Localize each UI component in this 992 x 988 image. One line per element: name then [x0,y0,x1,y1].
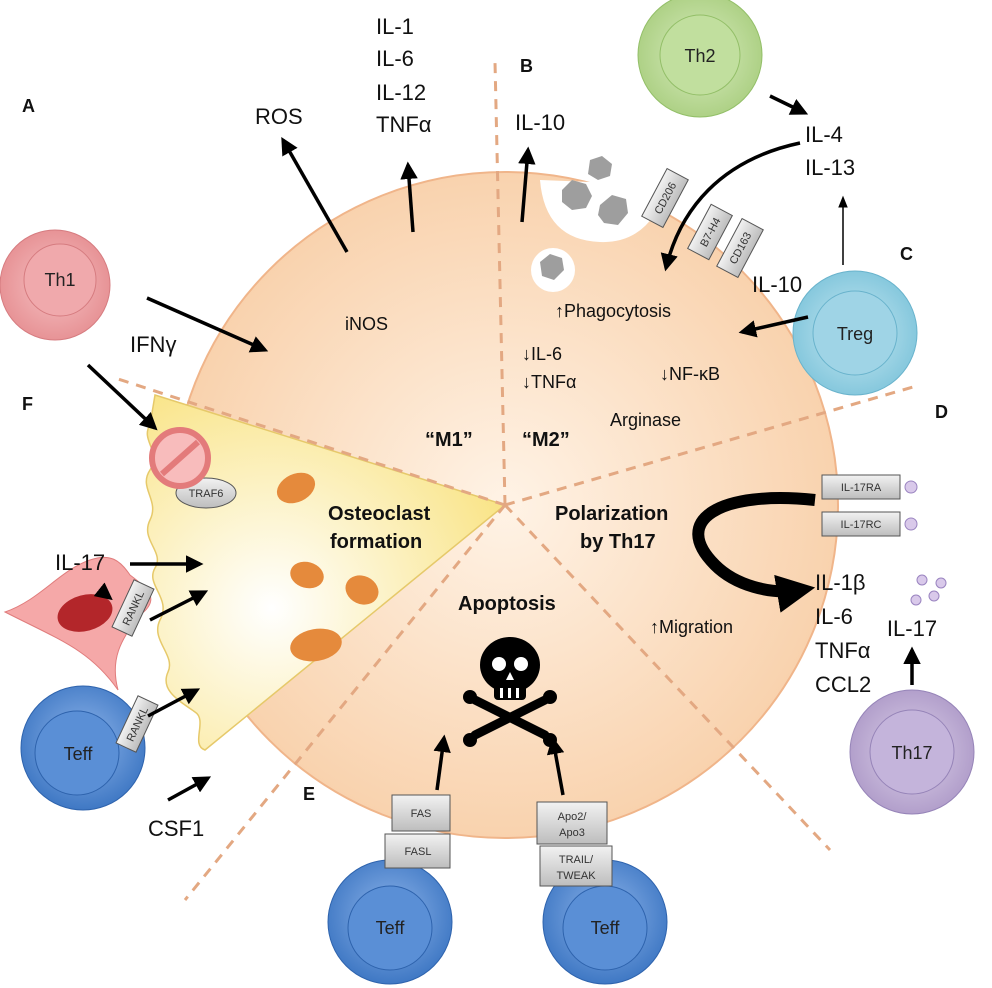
receptor-b7h4: B7-H4 [686,203,734,261]
il17-particles [910,574,947,606]
panel-f: F [22,394,33,414]
osteoclast-wedge [145,394,507,751]
svg-text:TRAF6: TRAF6 [189,488,224,500]
svg-text:IL-6: IL-6 [815,604,853,629]
teff-cell-left: Teff [20,685,146,811]
stromal-cell [3,556,152,691]
receptor-il17ra: IL-17RA [821,474,918,500]
svg-text:Apo2/: Apo2/ [558,811,588,823]
migration-label: ↑Migration [650,617,733,637]
th17-cell: Th17 [849,689,975,815]
th17-polarization-arrow [692,492,816,613]
th17-output-cytokines: IL-1β IL-6 TNFα CCL2 [815,570,871,697]
teff-cell-bottom-right: Teff [542,859,668,985]
il4-label: IL-4 [805,122,843,147]
il10-label-b: IL-10 [515,110,565,135]
svg-text:IL-6: IL-6 [376,46,414,71]
m1-label: “M1” [425,429,473,451]
m2-label: “M2” [522,429,570,451]
th2-label: Th2 [684,46,715,66]
receptor-trail-tweak: TRAIL/ TWEAK [539,845,613,887]
svg-text:FAS: FAS [411,808,432,820]
inhibition-icon [149,427,211,489]
apoptosis-label: Apoptosis [458,593,556,615]
panel-e: E [303,784,315,804]
phagocytosis-label: ↑Phagocytosis [555,301,671,321]
il10-label-c: IL-10 [752,272,802,297]
panel-d: D [935,402,948,422]
svg-text:IL-1β: IL-1β [815,570,866,595]
svg-text:TNFα: TNFα [815,638,871,663]
il17-label-d: IL-17 [887,616,937,641]
receptor-il17rc: IL-17RC [821,511,918,537]
inos-label: iNOS [345,314,388,334]
polarization-label-2: by Th17 [580,531,656,553]
m1-cytokines: IL-1 IL-6 IL-12 TNFα [376,14,432,137]
svg-text:TWEAK: TWEAK [556,870,596,882]
svg-text:TRAIL/: TRAIL/ [559,854,594,866]
panel-b: B [520,56,533,76]
skull-crossbones-icon [463,637,557,747]
ros-label: ROS [255,104,303,129]
teff-label-bottom-left: Teff [376,918,406,938]
svg-text:CCL2: CCL2 [815,672,871,697]
osteoclast-nuclei [276,472,379,662]
il17-label-f: IL-17 [55,550,105,575]
polarization-label-1: Polarization [555,503,668,525]
panel-letters: A B C D E F [22,56,948,804]
th17-label: Th17 [891,743,932,763]
sector-dividers [114,61,921,901]
panel-c: C [900,244,913,264]
svg-text:Apo3: Apo3 [559,827,585,839]
svg-text:TNFα: TNFα [376,112,432,137]
il13-label: IL-13 [805,155,855,180]
teff-cell-bottom-left: Teff [327,859,453,985]
down-nfkb-label: ↓NF-κB [660,364,720,384]
arrows [86,94,921,802]
panel-a: A [22,96,35,116]
teff-label-bottom-right: Teff [591,918,621,938]
svg-text:FASL: FASL [405,846,432,858]
receptor-fas: FAS [391,794,451,832]
receptor-apo2-apo3: Apo2/ Apo3 [536,801,608,845]
svg-text:IL-1: IL-1 [376,14,414,39]
arginase-label: Arginase [610,410,681,430]
down-tnfa-label: ↓TNFα [522,372,576,392]
ifng-label: IFNγ [130,332,176,357]
osteoclast-label-1: Osteoclast [328,503,431,525]
treg-label: Treg [837,324,873,344]
down-il6-label: ↓IL-6 [522,344,562,364]
svg-text:IL-12: IL-12 [376,80,426,105]
th2-cell: Th2 [637,0,763,118]
receptor-fasl: FASL [384,833,451,869]
csf1-label: CSF1 [148,816,204,841]
receptor-rankl-teff: RANKL [115,695,159,753]
th1-label: Th1 [44,270,75,290]
svg-text:IL-17RC: IL-17RC [841,519,882,531]
osteoclast-label-2: formation [330,531,422,553]
th1-cell: Th1 [0,229,111,341]
phagocytosed-particles [540,156,628,280]
teff-label-left: Teff [64,744,94,764]
svg-text:IL-17RA: IL-17RA [841,482,882,494]
treg-cell: Treg [792,270,918,396]
